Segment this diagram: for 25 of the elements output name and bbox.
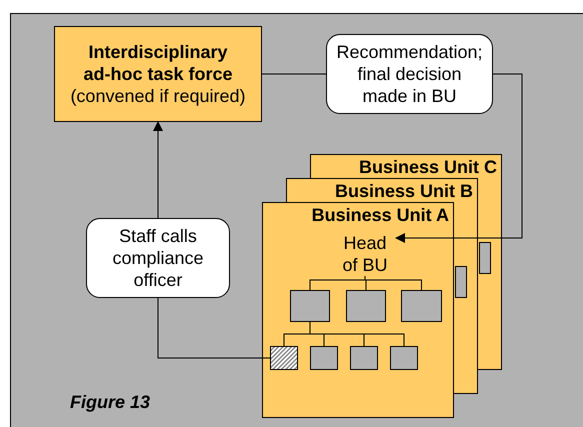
hatched-org-box bbox=[270, 346, 298, 370]
arrow bbox=[153, 121, 163, 218]
org-chart-box bbox=[290, 290, 330, 322]
node-label: Head of BU bbox=[341, 232, 389, 276]
figure-label: Figure 13 bbox=[70, 391, 150, 413]
callout-box bbox=[326, 34, 493, 114]
business-unit-card bbox=[262, 202, 454, 418]
connector-line bbox=[158, 298, 270, 358]
box-heading: Staff calls compliance officer bbox=[111, 225, 205, 291]
org-chart-box bbox=[390, 346, 418, 370]
callout-box bbox=[86, 218, 230, 298]
org-chart-box bbox=[455, 266, 467, 298]
org-chart-box bbox=[310, 346, 338, 370]
box-heading: Interdisciplinary ad-hoc task force bbox=[82, 41, 234, 85]
business-unit-card bbox=[310, 154, 502, 178]
org-chart-box bbox=[350, 346, 378, 370]
org-chart-box bbox=[479, 242, 491, 274]
org-chart-box bbox=[401, 290, 442, 322]
business-unit-card bbox=[286, 178, 478, 202]
box-text: (convened if required) bbox=[70, 85, 246, 107]
box-heading: Recommendation; final decision made in BU bbox=[335, 41, 484, 107]
connector-line bbox=[310, 322, 404, 346]
arrow bbox=[395, 74, 522, 243]
task-force-box bbox=[54, 26, 262, 122]
org-chart-box bbox=[346, 290, 386, 322]
